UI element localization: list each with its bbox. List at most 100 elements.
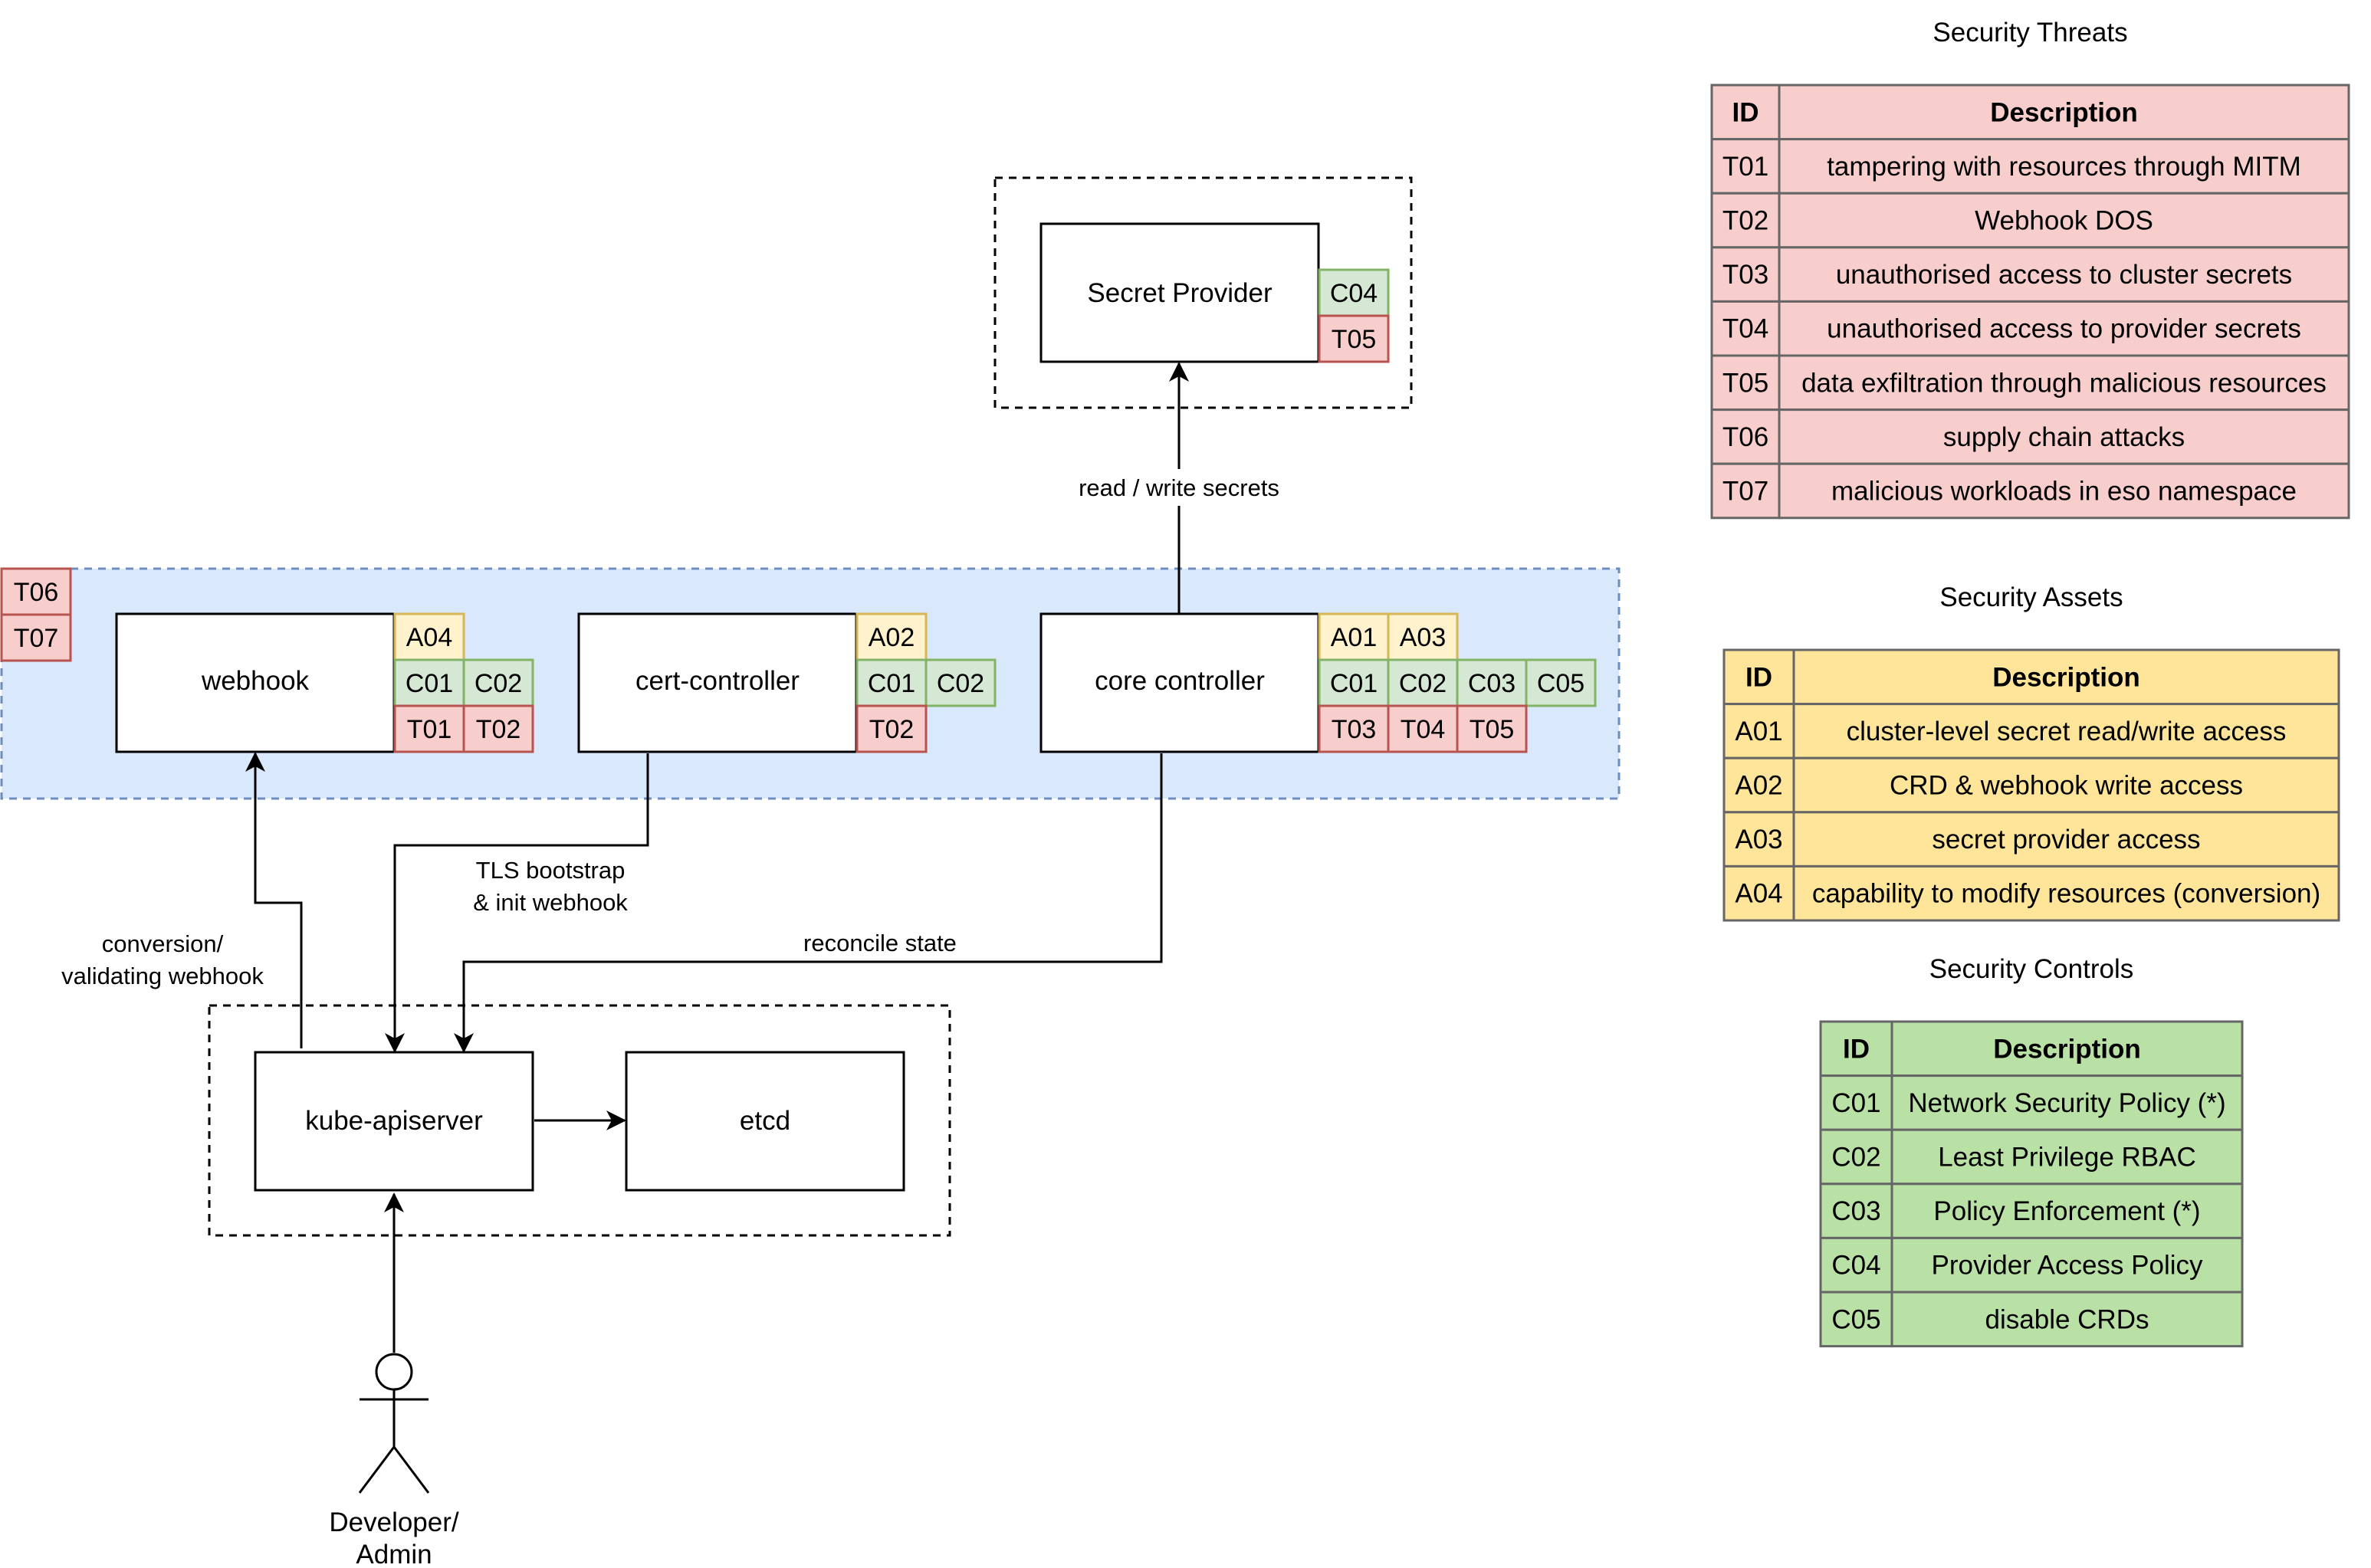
label-read-write-secrets: read / write secrets bbox=[1079, 474, 1279, 501]
edge-tls-bootstrap bbox=[385, 753, 649, 1053]
table-threats-row-id-cell bbox=[1710, 246, 1781, 303]
table-assets-row-id: A01 bbox=[1735, 717, 1782, 746]
tag-namespace-t06-label: T06 bbox=[14, 578, 59, 607]
table-controls-title: Security Controls bbox=[1929, 954, 2133, 984]
secret-provider-box[interactable] bbox=[1039, 222, 1320, 363]
table-assets-row-id-cell bbox=[1722, 703, 1795, 759]
tag-webhook-c01-chip bbox=[393, 658, 465, 707]
table-threats-row-description: malicious workloads in eso namespace bbox=[1831, 477, 2297, 507]
edge-conversion-webhook bbox=[245, 752, 303, 1048]
table-threats-row-id: T01 bbox=[1722, 152, 1768, 182]
actor-leg-right bbox=[392, 1446, 430, 1494]
provider-zone bbox=[993, 176, 1413, 409]
tag-cert-controller-c02-chip bbox=[924, 658, 997, 707]
label-reconcile-state: reconcile state bbox=[803, 930, 957, 956]
cert-controller-label: cert-controller bbox=[635, 666, 800, 696]
table-assets-row-desc-cell bbox=[1792, 703, 2340, 759]
tag-cert-controller-c02-label: C02 bbox=[937, 669, 984, 698]
actor-label-line2: Admin bbox=[356, 1540, 432, 1568]
table-threats-row-description: tampering with resources through MITM bbox=[1827, 152, 2301, 182]
tag-core-controller-c05-label: C05 bbox=[1537, 669, 1584, 698]
tag-core-controller-a03-label: A03 bbox=[1400, 623, 1447, 652]
secret-provider-label: Secret Provider bbox=[1087, 278, 1273, 308]
table-controls-row-description: disable CRDs bbox=[1985, 1304, 2149, 1334]
label-bg-read-write bbox=[1069, 469, 1289, 506]
tag-core-controller-a03-chip bbox=[1387, 612, 1459, 661]
table-controls-row-id: C02 bbox=[1831, 1143, 1880, 1173]
tag-core-controller-c02-label: C02 bbox=[1399, 669, 1447, 698]
table-controls-row-id: C03 bbox=[1831, 1196, 1880, 1226]
tag-core-controller-t05-chip bbox=[1456, 704, 1528, 753]
tag-provider-t05-chip bbox=[1318, 314, 1390, 363]
etcd-box[interactable] bbox=[625, 1051, 905, 1192]
label-tls-line2: & init webhook bbox=[473, 889, 628, 916]
table-controls-row-id: C01 bbox=[1831, 1088, 1880, 1118]
table-controls-row-id-cell bbox=[1819, 1128, 1893, 1186]
tag-webhook-t01-chip bbox=[393, 704, 465, 753]
table-assets-header-id: ID bbox=[1745, 662, 1772, 692]
tag-core-controller-c05-chip bbox=[1525, 658, 1597, 707]
tag-webhook-t01-label: T01 bbox=[407, 715, 452, 744]
cert-controller-box[interactable] bbox=[577, 612, 858, 753]
table-assets-row-desc-cell bbox=[1792, 864, 2340, 922]
tag-provider-t05-label: T05 bbox=[1332, 325, 1377, 354]
table-assets-header-desc-cell bbox=[1792, 648, 2340, 706]
table-assets-header-description: Description bbox=[1992, 662, 2140, 692]
table-controls-row-id-cell bbox=[1819, 1183, 1893, 1239]
table-threats-row-id: T03 bbox=[1722, 260, 1768, 290]
table-assets-row-id: A02 bbox=[1735, 771, 1782, 801]
table-threats-title: Security Threats bbox=[1933, 18, 2127, 48]
tag-core-controller-t04-label: T04 bbox=[1401, 715, 1446, 744]
tag-webhook-t02-label: T02 bbox=[476, 715, 521, 744]
table-assets-row-id-cell bbox=[1722, 864, 1795, 922]
tag-cert-controller-c01-chip bbox=[855, 658, 928, 707]
table-threats-header-desc-cell bbox=[1778, 84, 2350, 141]
tag-webhook-c01-label: C01 bbox=[406, 669, 453, 698]
developer-admin-actor bbox=[358, 1353, 430, 1494]
kube-apiserver-box[interactable] bbox=[254, 1051, 534, 1192]
tag-cert-controller-t02-label: T02 bbox=[869, 715, 915, 744]
table-controls-header-id: ID bbox=[1843, 1034, 1870, 1064]
table-threats-row-id: T02 bbox=[1722, 206, 1768, 236]
webhook-label: webhook bbox=[201, 666, 310, 696]
label-conversion-line1: conversion/ bbox=[102, 930, 224, 957]
table-threats-header-id-cell bbox=[1710, 84, 1781, 141]
table-assets-row-id: A04 bbox=[1735, 879, 1782, 909]
tag-cert-controller-a02-label: A02 bbox=[869, 623, 915, 652]
table-threats-row-desc-cell bbox=[1778, 192, 2350, 249]
tag-core-controller-c01-label: C01 bbox=[1330, 669, 1378, 698]
table-assets-row-description: cluster-level secret read/write access bbox=[1847, 717, 2287, 746]
core-controller-box[interactable] bbox=[1039, 612, 1320, 753]
tag-cert-controller-a02-chip bbox=[855, 612, 928, 661]
edge-reconcile-state bbox=[454, 753, 1163, 1053]
table-threats-row-id: T05 bbox=[1722, 368, 1768, 398]
kube-apiserver-label: kube-apiserver bbox=[305, 1106, 483, 1136]
table-controls-row-desc-cell bbox=[1890, 1291, 2244, 1348]
tag-webhook-a04-label: A04 bbox=[406, 623, 453, 652]
core-controller-label: core controller bbox=[1095, 666, 1265, 696]
table-controls-header-description: Description bbox=[1993, 1034, 2141, 1064]
table-threats-header-id: ID bbox=[1732, 97, 1759, 127]
tag-core-controller-t03-label: T03 bbox=[1332, 715, 1377, 744]
tag-namespace-t07-label: T07 bbox=[14, 624, 59, 653]
tag-core-controller-t04-chip bbox=[1387, 704, 1459, 753]
tag-cert-controller-t02-chip bbox=[855, 704, 928, 753]
actor-label-line1: Developer/ bbox=[329, 1507, 459, 1537]
table-controls-row-id: C04 bbox=[1831, 1251, 1880, 1281]
table-assets-row-description: secret provider access bbox=[1932, 825, 2200, 855]
table-threats-row-id: T06 bbox=[1722, 422, 1768, 452]
table-threats-row-desc-cell bbox=[1778, 462, 2350, 520]
tag-cert-controller-c01-label: C01 bbox=[868, 669, 915, 698]
tag-core-controller-c03-chip bbox=[1456, 658, 1528, 707]
tag-webhook-t02-chip bbox=[462, 704, 534, 753]
table-assets-header-id-cell bbox=[1722, 648, 1795, 706]
tag-webhook-c02-chip bbox=[462, 658, 534, 707]
table-controls-row-desc-cell bbox=[1890, 1183, 2244, 1239]
table-assets-row-id-cell bbox=[1722, 756, 1795, 814]
table-controls-header-id-cell bbox=[1819, 1020, 1893, 1078]
